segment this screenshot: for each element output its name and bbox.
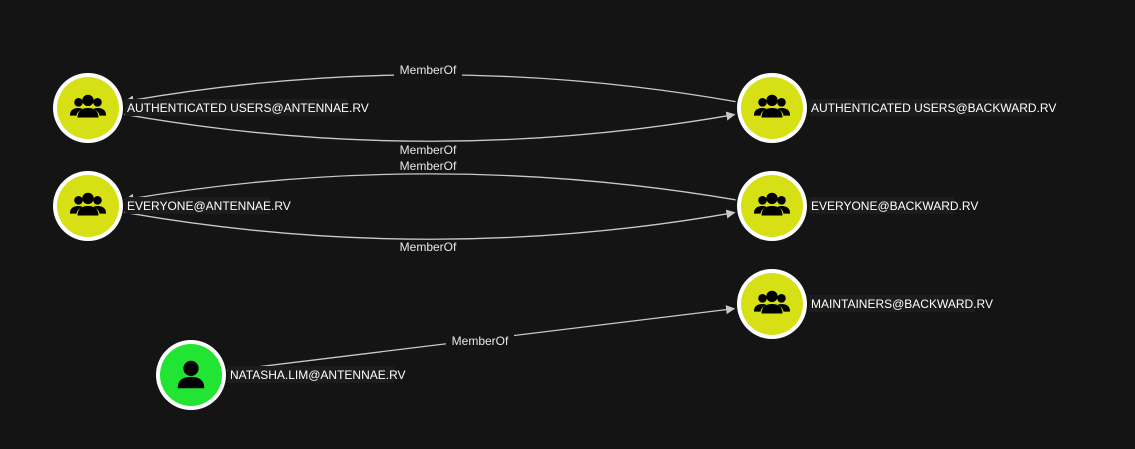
nodes-layer: AUTHENTICATED USERS@ANTENNAE.RV EVERYONE@… <box>53 73 1056 410</box>
node-authenticated-users-antennae-rv[interactable]: AUTHENTICATED USERS@ANTENNAE.RV <box>53 73 369 143</box>
node-label-background <box>809 295 976 312</box>
node-authenticated-users-backward-rv[interactable]: AUTHENTICATED USERS@BACKWARD.RV <box>737 73 1056 143</box>
node-label-background <box>809 99 1032 116</box>
edge-line[interactable] <box>124 209 736 240</box>
edge-ev_ant-to-ev_bw[interactable]: MemberOf <box>124 209 736 254</box>
node-label: NATASHA.LIM@ANTENNAE.RV <box>230 368 406 382</box>
edge-au_bw-to-au_ant[interactable]: MemberOf <box>124 63 736 105</box>
node-label: AUTHENTICATED USERS@BACKWARD.RV <box>811 101 1056 115</box>
node-label-background <box>809 197 954 214</box>
node-everyone-antennae-rv[interactable]: EVERYONE@ANTENNAE.RV <box>53 171 291 241</box>
node-label-background <box>125 99 348 116</box>
edge-line[interactable] <box>124 111 736 142</box>
node-maintainers-backward-rv[interactable]: MAINTAINERS@BACKWARD.RV <box>737 269 993 339</box>
edge-label-background <box>394 63 462 77</box>
edge-line[interactable] <box>124 173 736 203</box>
node-natasha-lim-antennae-rv[interactable]: NATASHA.LIM@ANTENNAE.RV <box>156 340 406 410</box>
edge-label: MemberOf <box>400 63 457 77</box>
node-label: EVERYONE@ANTENNAE.RV <box>127 199 291 213</box>
node-label-background <box>228 366 395 383</box>
edge-label-background <box>446 334 514 348</box>
node-label: EVERYONE@BACKWARD.RV <box>811 199 978 213</box>
edge-label-background <box>394 143 462 157</box>
node-label-background <box>125 197 270 214</box>
node-everyone-backward-rv[interactable]: EVERYONE@BACKWARD.RV <box>737 171 978 241</box>
edge-label: MemberOf <box>400 143 457 157</box>
node-label: AUTHENTICATED USERS@ANTENNAE.RV <box>127 101 369 115</box>
edge-line[interactable] <box>124 74 736 105</box>
edge-au_ant-to-au_bw[interactable]: MemberOf <box>124 111 736 157</box>
edge-label-background <box>394 240 462 254</box>
edge-natasha-to-maint_bw[interactable]: MemberOf <box>227 305 736 372</box>
node-label: MAINTAINERS@BACKWARD.RV <box>811 297 993 311</box>
edge-label: MemberOf <box>452 334 509 348</box>
edge-label-background <box>394 159 462 173</box>
edge-ev_bw-to-ev_ant[interactable]: MemberOf <box>124 159 736 203</box>
edge-label: MemberOf <box>400 240 457 254</box>
edge-label: MemberOf <box>400 159 457 173</box>
